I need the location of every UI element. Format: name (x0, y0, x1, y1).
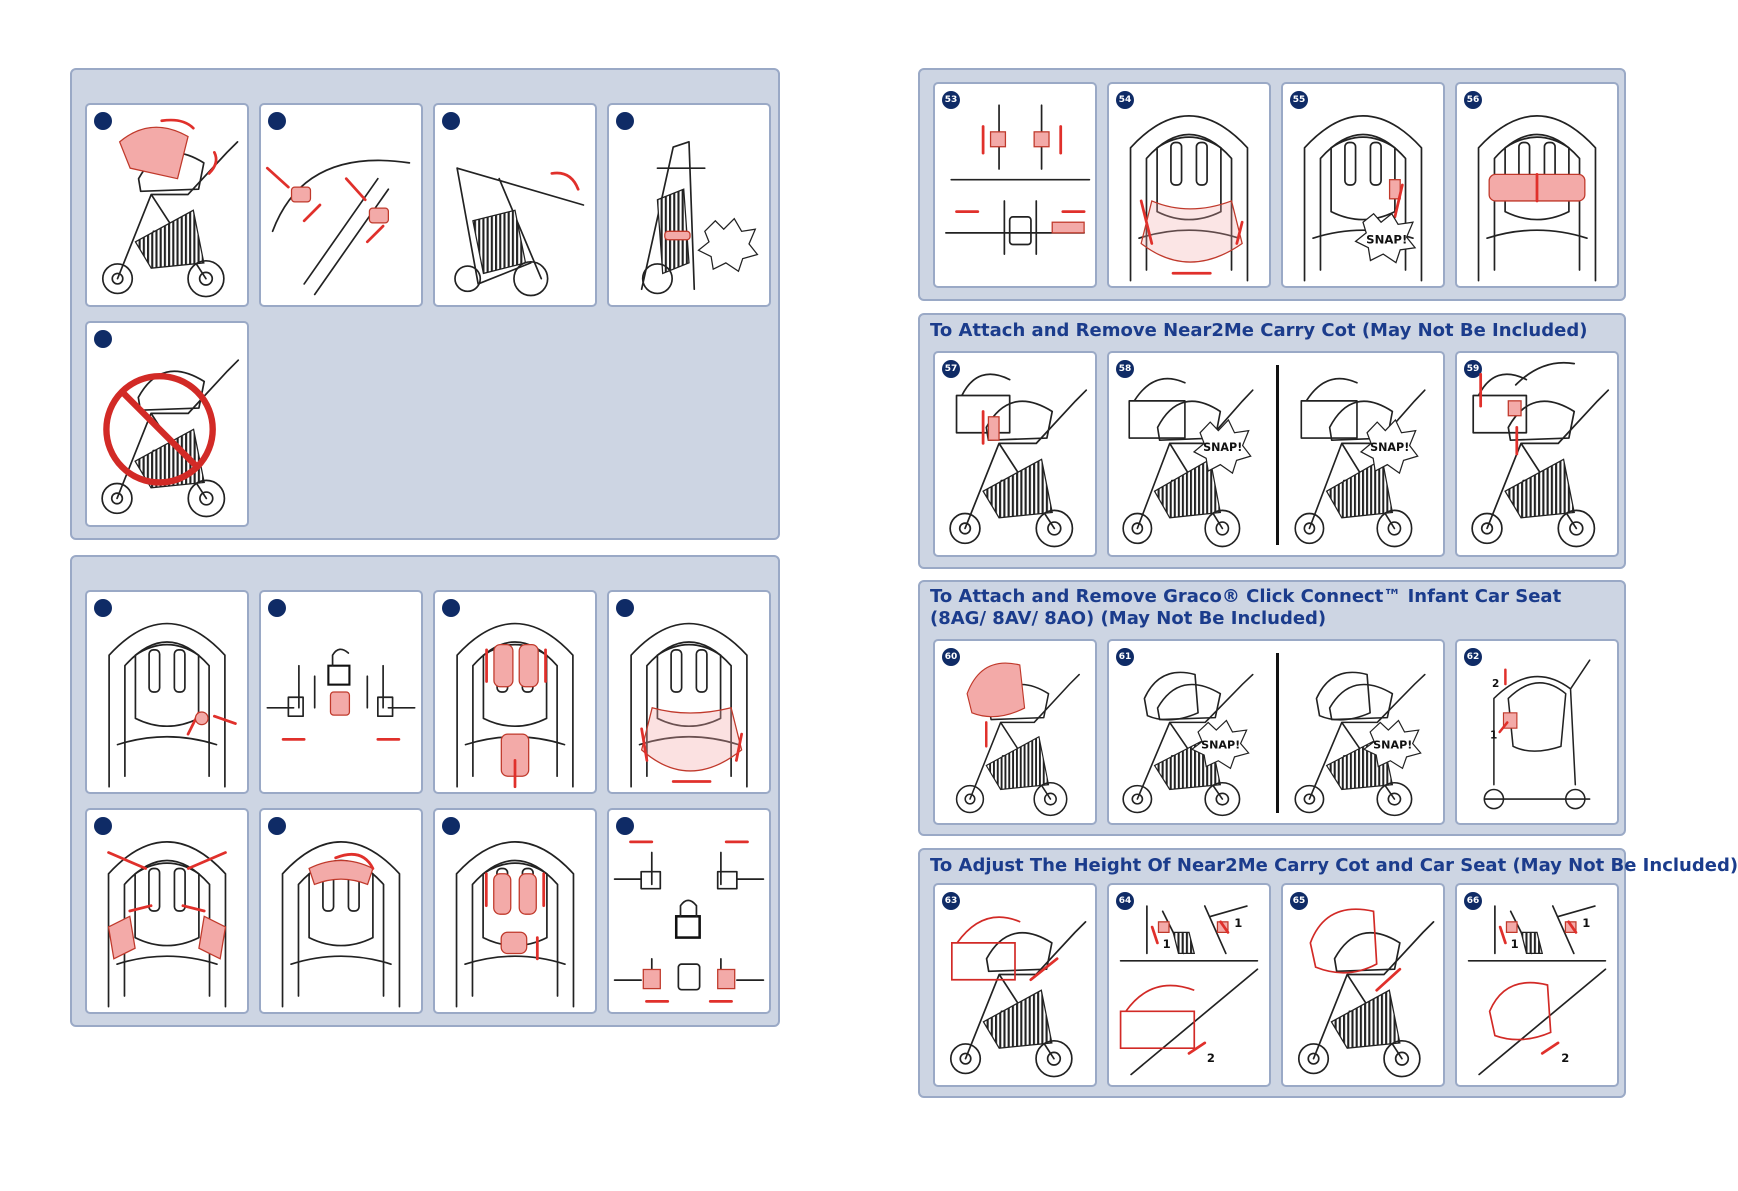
step-badge: 63 (942, 892, 960, 910)
step-badge: 62 (1464, 648, 1482, 666)
step-55-panel: 55 SNAP! (1281, 82, 1445, 288)
figure-panel (607, 103, 771, 307)
right-section-adjust-height: To Adjust The Height Of Near2Me Carry Co… (918, 848, 1738, 1098)
step-53-panel: 53 (933, 82, 1097, 288)
step-badge (616, 817, 634, 835)
step-63-panel: 63 (933, 883, 1097, 1087)
step-number-label: 2 (1492, 678, 1499, 690)
step-badge: 53 (942, 91, 960, 109)
step-badge (616, 599, 634, 617)
step-badge (442, 112, 460, 130)
step-badge: 65 (1290, 892, 1308, 910)
step-badge (94, 112, 112, 130)
step-number-label: 1 (1582, 916, 1590, 930)
step-badge: 60 (942, 648, 960, 666)
step-badge (94, 330, 112, 348)
step-badge (94, 599, 112, 617)
figure-panel (85, 808, 249, 1014)
section-heading-adjust-height: To Adjust The Height Of Near2Me Carry Co… (930, 855, 1738, 876)
step-56-panel: 56 (1455, 82, 1619, 288)
section-heading-carry-cot: To Attach and Remove Near2Me Carry Cot (… (930, 320, 1588, 341)
snap-label: SNAP! (1201, 739, 1240, 752)
left-section-bottom (70, 555, 780, 1027)
step-number-label: 1 (1511, 937, 1519, 951)
figure-panel (259, 808, 423, 1014)
figure-panel (607, 808, 771, 1014)
step-54-panel: 54 (1107, 82, 1271, 288)
section-heading-car-seat-line1: To Attach and Remove Graco® Click Connec… (930, 586, 1562, 607)
step-59-panel: 59 (1455, 351, 1619, 557)
step-badge (442, 817, 460, 835)
step-number-label: 2 (1207, 1051, 1215, 1065)
figure-panel (433, 590, 597, 794)
step-badge: 61 (1116, 648, 1134, 666)
step-badge: 64 (1116, 892, 1134, 910)
step-badge (94, 817, 112, 835)
figure-panel (607, 590, 771, 794)
snap-label: SNAP! (1370, 440, 1409, 454)
figure-panel (259, 590, 423, 794)
step-badge: 66 (1464, 892, 1482, 910)
step-badge: 55 (1290, 91, 1308, 109)
step-badge: 59 (1464, 360, 1482, 378)
figure-panel (85, 321, 249, 527)
step-66-panel: 66 1 1 2 (1455, 883, 1619, 1087)
figure-panel (85, 103, 249, 307)
step-number-label: 1 (1234, 916, 1242, 930)
step-badge: 57 (942, 360, 960, 378)
right-section-harness: 53 54 55 SNAP! 56 (918, 68, 1626, 301)
step-number-label: 1 (1490, 730, 1497, 742)
section-heading-car-seat-line2: (8AG/ 8AV/ 8AO) (May Not Be Included) (930, 608, 1327, 629)
step-58-panel: 58 SNAP! SNAP! (1107, 351, 1445, 557)
step-number-label: 2 (1561, 1051, 1569, 1065)
step-badge (268, 599, 286, 617)
left-section-top (70, 68, 780, 540)
snap-label: SNAP! (1366, 232, 1407, 246)
step-65-panel: 65 (1281, 883, 1445, 1087)
step-57-panel: 57 (933, 351, 1097, 557)
figure-panel (433, 808, 597, 1014)
step-badge: 58 (1116, 360, 1134, 378)
figure-panel (433, 103, 597, 307)
figure-panel (85, 590, 249, 794)
right-section-carry-cot: To Attach and Remove Near2Me Carry Cot (… (918, 313, 1626, 569)
step-badge (442, 599, 460, 617)
step-62-panel: 62 2 1 (1455, 639, 1619, 825)
step-badge: 54 (1116, 91, 1134, 109)
step-badge (268, 112, 286, 130)
step-badge (616, 112, 634, 130)
step-61-panel: 61 SNAP! SNAP! (1107, 639, 1445, 825)
step-badge (268, 817, 286, 835)
step-number-label: 1 (1163, 937, 1171, 951)
right-section-car-seat: To Attach and Remove Graco® Click Connec… (918, 580, 1626, 836)
step-60-panel: 60 (933, 639, 1097, 825)
step-64-panel: 64 1 1 2 (1107, 883, 1271, 1087)
snap-label: SNAP! (1373, 739, 1412, 752)
step-badge: 56 (1464, 91, 1482, 109)
snap-label: SNAP! (1203, 440, 1242, 454)
panel-divider (1276, 653, 1279, 813)
figure-panel (259, 103, 423, 307)
panel-divider (1276, 365, 1279, 545)
